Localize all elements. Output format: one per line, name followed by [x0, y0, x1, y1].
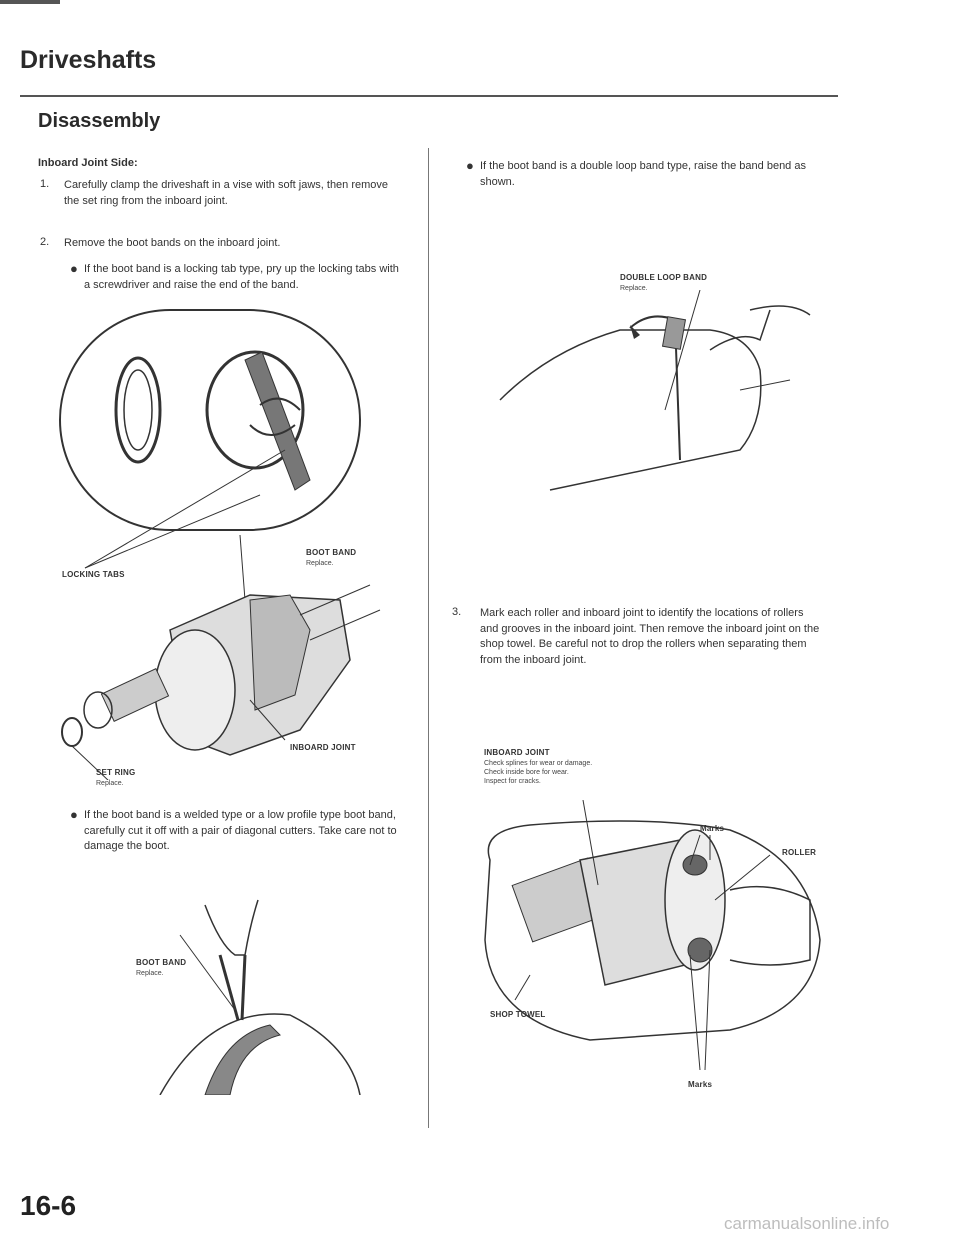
step-number: 3. [452, 606, 462, 618]
step-number: 2. [40, 236, 50, 248]
label-boot-band-note: Replace. [136, 970, 164, 977]
label-set-ring-note: Replace. [96, 780, 124, 787]
bullet-icon: ● [70, 261, 78, 276]
label-boot-band: BOOT BAND [306, 548, 357, 557]
label-shop-towel: SHOP TOWEL [490, 1010, 546, 1019]
bullet-text: If the boot band is a welded type or a l… [84, 809, 397, 852]
label-boot-band: BOOT BAND [136, 958, 187, 967]
label-boot-band-note: Replace. [306, 560, 334, 567]
bullet-icon: ● [466, 158, 474, 173]
page-number: 16-6 [20, 1190, 77, 1221]
watermark: carmanualsonline.info [724, 1214, 890, 1233]
bullet-text: If the boot band is a locking tab type, … [84, 263, 399, 291]
section-heading: Inboard Joint Side: [38, 157, 138, 169]
section-title: Disassembly [38, 110, 161, 132]
double-loop-band-figure [499, 290, 811, 491]
label-inboard-joint: INBOARD JOINT [290, 743, 356, 752]
cutting-boot-band-figure [159, 899, 361, 1095]
label-marks: Marks [700, 824, 725, 833]
step-text: Remove the boot bands on the inboard joi… [64, 237, 281, 249]
header-rule [20, 95, 838, 97]
label-set-ring: SET RING [96, 768, 136, 777]
locking-tab-boot-figure [59, 309, 381, 780]
corner-mark [0, 0, 60, 4]
label-locking-tabs: LOCKING TABS [62, 570, 125, 579]
label-inboard-joint: INBOARD JOINT [484, 748, 550, 757]
inboard-joint-shop-towel-figure [484, 800, 821, 1071]
bullet-icon: ● [70, 807, 78, 822]
column-divider [428, 148, 429, 1128]
bullet-text: If the boot band is a double loop band t… [480, 160, 806, 188]
label-inboard-joint-note: Check inside bore for wear. [484, 769, 569, 776]
step-text: Carefully clamp the driveshaft in a vise… [64, 179, 389, 207]
label-roller: ROLLER [782, 848, 817, 857]
step-number: 1. [40, 178, 50, 190]
label-marks: Marks [688, 1080, 713, 1089]
step-text: Mark each roller and inboard joint to id… [480, 607, 820, 666]
label-inboard-joint-note: Check splines for wear or damage. [484, 760, 593, 767]
label-double-loop-band: DOUBLE LOOP BAND [620, 273, 708, 282]
label-double-loop-band-note: Replace. [620, 285, 648, 292]
page-title: Driveshafts [20, 46, 157, 74]
label-inboard-joint-note: Inspect for cracks. [484, 778, 541, 785]
